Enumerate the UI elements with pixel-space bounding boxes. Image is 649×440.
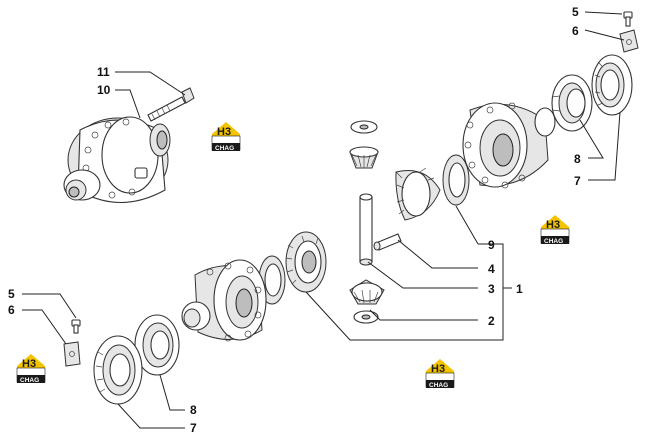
washer-2 <box>353 310 379 324</box>
upper-lock-plate-6 <box>619 29 639 53</box>
spider-gear-top <box>349 146 379 169</box>
pin-4 <box>373 233 402 251</box>
side-gear-lower <box>285 231 327 293</box>
side-gear-upper <box>395 167 441 221</box>
callout-6-lower: 6 <box>8 303 15 317</box>
cross-shaft-3 <box>359 193 373 266</box>
callout-4: 4 <box>488 262 495 276</box>
lower-lock-plate-6 <box>63 341 81 367</box>
svg-text:CHAG: CHAG <box>544 238 563 245</box>
callout-labels: 5 6 11 10 8 7 9 4 3 1 2 5 6 8 7 <box>8 5 581 435</box>
svg-text:H3: H3 <box>217 126 231 138</box>
lower-screw-5 <box>71 319 81 334</box>
leader-lines <box>22 11 625 429</box>
lower-bearing-8 <box>134 314 180 376</box>
upper-screw-5 <box>623 11 633 27</box>
callout-6-upper: 6 <box>572 24 579 38</box>
callout-2: 2 <box>488 314 495 328</box>
callout-7-lower: 7 <box>190 421 197 435</box>
svg-text:H3: H3 <box>431 363 445 375</box>
watermark-logo: H3 CHAG <box>425 359 455 389</box>
lower-differential-half <box>181 259 267 342</box>
svg-text:H3: H3 <box>22 358 36 370</box>
callout-1: 1 <box>516 282 523 296</box>
bolt-11 <box>147 87 195 122</box>
thrust-washer-top <box>350 120 378 134</box>
upper-differential-half <box>462 102 556 189</box>
upper-adjusting-nut-7 <box>591 54 633 116</box>
watermark-logo: H3 CHAG <box>16 354 46 384</box>
callout-9: 9 <box>488 238 495 252</box>
svg-text:H3: H3 <box>546 219 560 231</box>
svg-text:CHAG: CHAG <box>215 145 234 152</box>
watermark-logo: H3 CHAG <box>211 122 241 152</box>
svg-text:CHAG: CHAG <box>20 377 39 384</box>
upper-bearing-8 <box>551 74 593 132</box>
thrust-washer-9 <box>442 154 470 206</box>
callout-3: 3 <box>488 282 495 296</box>
assembled-differential-housing <box>63 116 171 204</box>
callout-8-upper: 8 <box>574 152 581 166</box>
svg-text:CHAG: CHAG <box>429 382 448 389</box>
watermark-logo: H3 CHAG <box>540 215 570 245</box>
callout-5-lower: 5 <box>8 287 15 301</box>
callout-10: 10 <box>97 83 111 97</box>
callout-7-upper: 7 <box>574 174 581 188</box>
spider-gear-lower <box>349 279 385 305</box>
callout-5-upper: 5 <box>572 5 579 19</box>
lower-adjusting-nut-7 <box>93 335 143 405</box>
callout-11: 11 <box>97 65 110 79</box>
callout-8-lower: 8 <box>190 403 197 417</box>
